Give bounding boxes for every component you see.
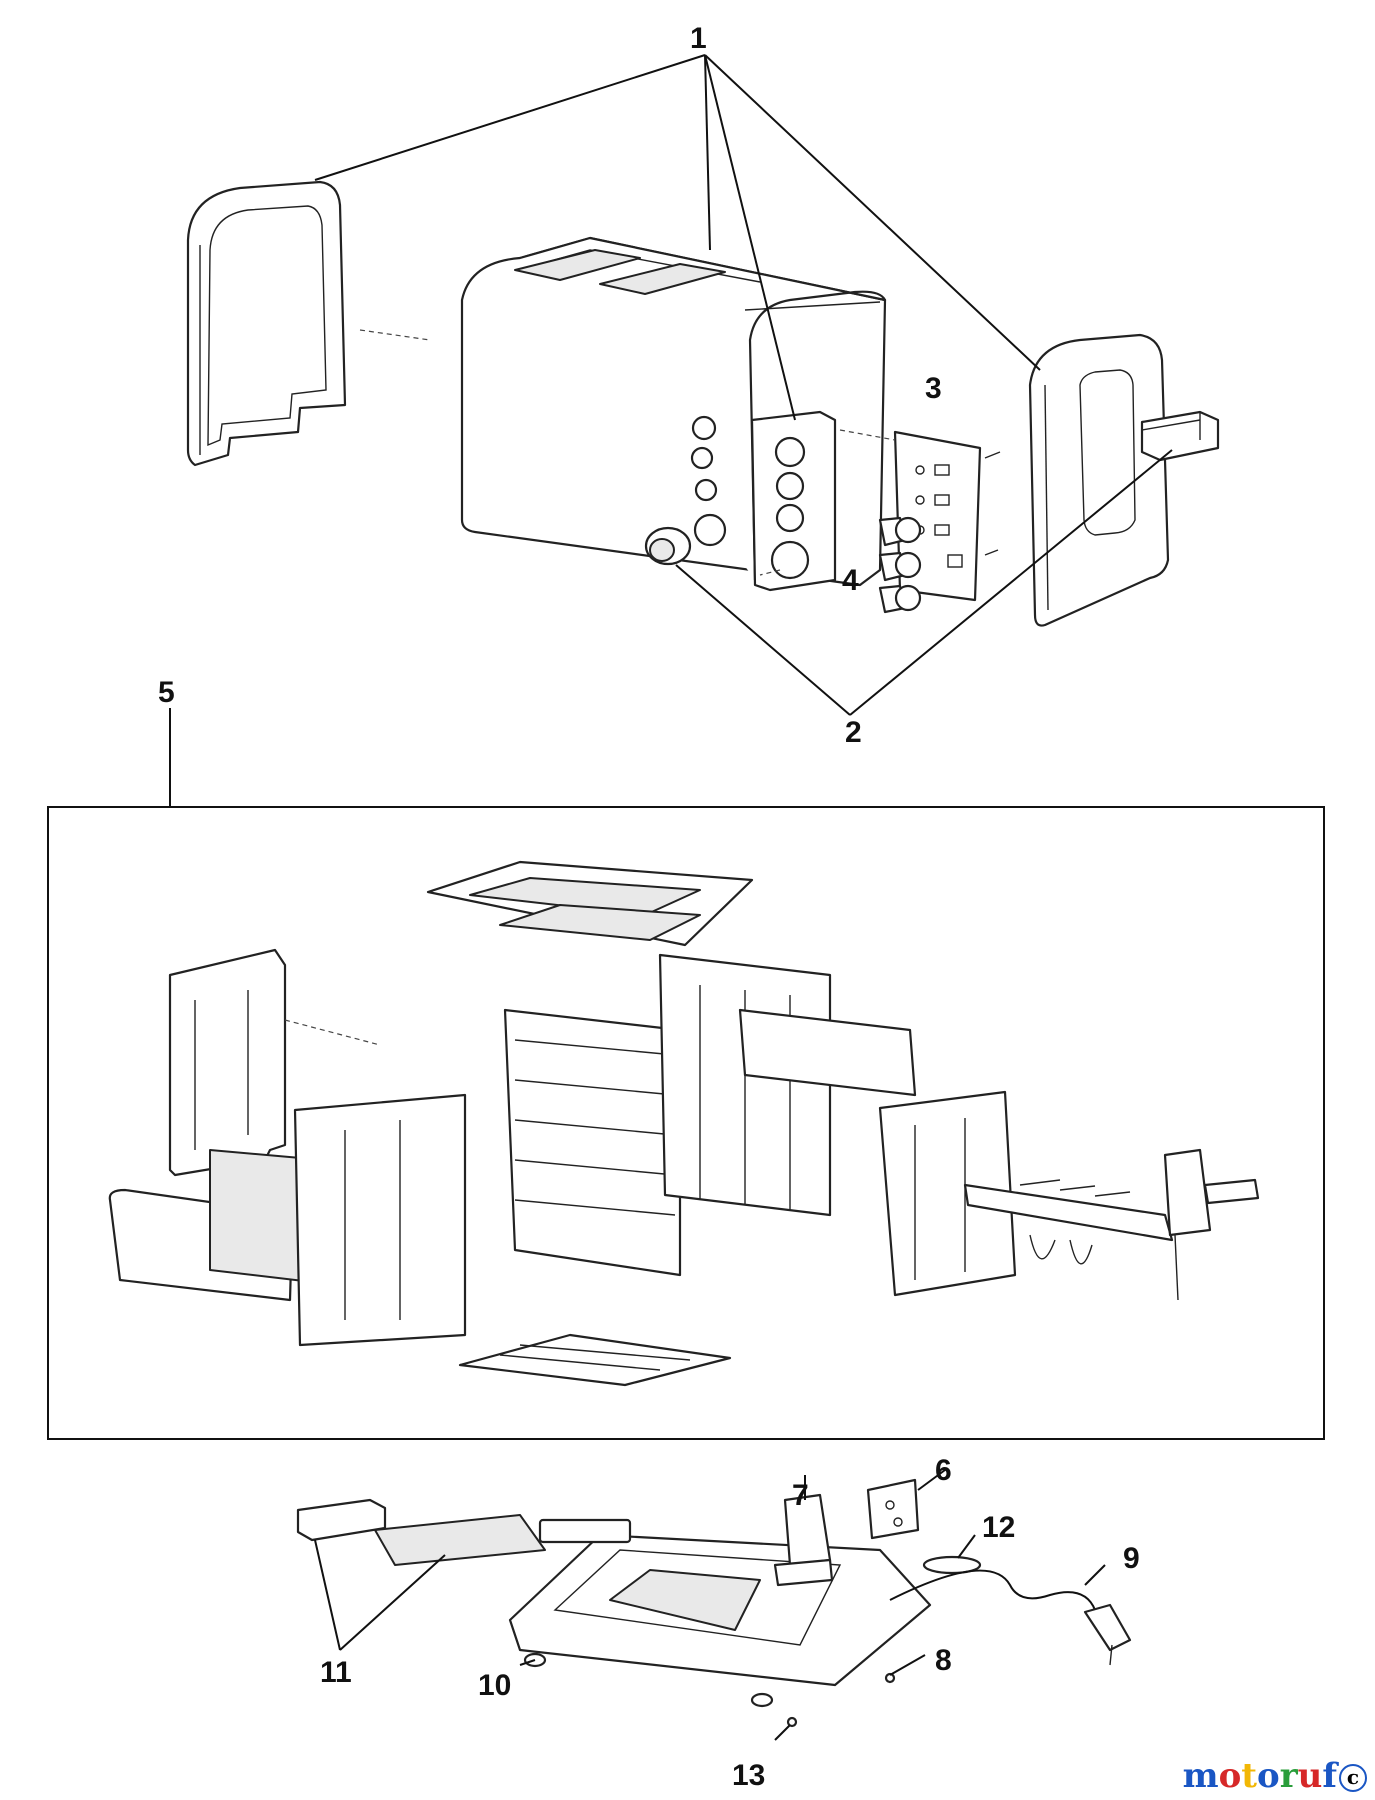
- watermark-badge: c: [1339, 1764, 1367, 1792]
- callout-9: 9: [1123, 1542, 1140, 1575]
- crumb-tray: [296, 1498, 546, 1566]
- callout-13: 13: [732, 1759, 765, 1792]
- watermark-letter: u: [1297, 1756, 1323, 1796]
- left-end-cap: [186, 180, 347, 467]
- inner-mica-sheet-left: [293, 1093, 467, 1347]
- callout-5: 5: [158, 676, 175, 709]
- watermark-letter: t: [1241, 1756, 1258, 1796]
- watermark-letter: m: [1182, 1756, 1219, 1796]
- left-side-frame: [168, 948, 381, 1177]
- callout-3: 3: [925, 372, 942, 405]
- push-buttons: [878, 516, 922, 614]
- callout-11: 11: [320, 1656, 352, 1689]
- leader-lines-bottom: [314, 1469, 1106, 1741]
- control-panel-plate: [750, 410, 837, 592]
- callout-1: 1: [690, 22, 707, 55]
- callout-12: 12: [982, 1511, 1015, 1544]
- carriage-frame: [878, 1090, 1017, 1297]
- bread-carriage: [963, 1179, 1174, 1265]
- base-plate: [508, 1518, 932, 1687]
- power-cord: [889, 1569, 1132, 1666]
- switch-assembly: [773, 1493, 834, 1587]
- callout-4: 4: [842, 564, 859, 597]
- callout-7: 7: [792, 1479, 809, 1512]
- watermark-letter: o: [1218, 1756, 1242, 1796]
- inner-assembly-frame: [47, 806, 1325, 1440]
- watermark-letter: f: [1322, 1756, 1337, 1796]
- right-end-cap: [1028, 333, 1170, 627]
- watermark-letter: r: [1279, 1756, 1298, 1796]
- heating-element-rear: [658, 953, 832, 1217]
- crumb-tray-base: [458, 1333, 732, 1387]
- lift-mechanism: [1163, 1148, 1260, 1301]
- knob: [644, 526, 692, 566]
- cable-clamp: [922, 1555, 982, 1575]
- heating-element-grid: [503, 1008, 682, 1277]
- lever-handle: [1140, 410, 1220, 462]
- top-slot-cover: [426, 860, 754, 947]
- control-pcb: [866, 1478, 920, 1540]
- callout-6: 6: [935, 1454, 952, 1487]
- outer-mica-sheet-right: [738, 1008, 917, 1097]
- callout-10: 10: [478, 1669, 511, 1702]
- leader-lines-top: [314, 54, 1173, 716]
- watermark-letter: o: [1257, 1756, 1280, 1796]
- callout-8: 8: [935, 1644, 952, 1677]
- callout-2: 2: [845, 716, 862, 749]
